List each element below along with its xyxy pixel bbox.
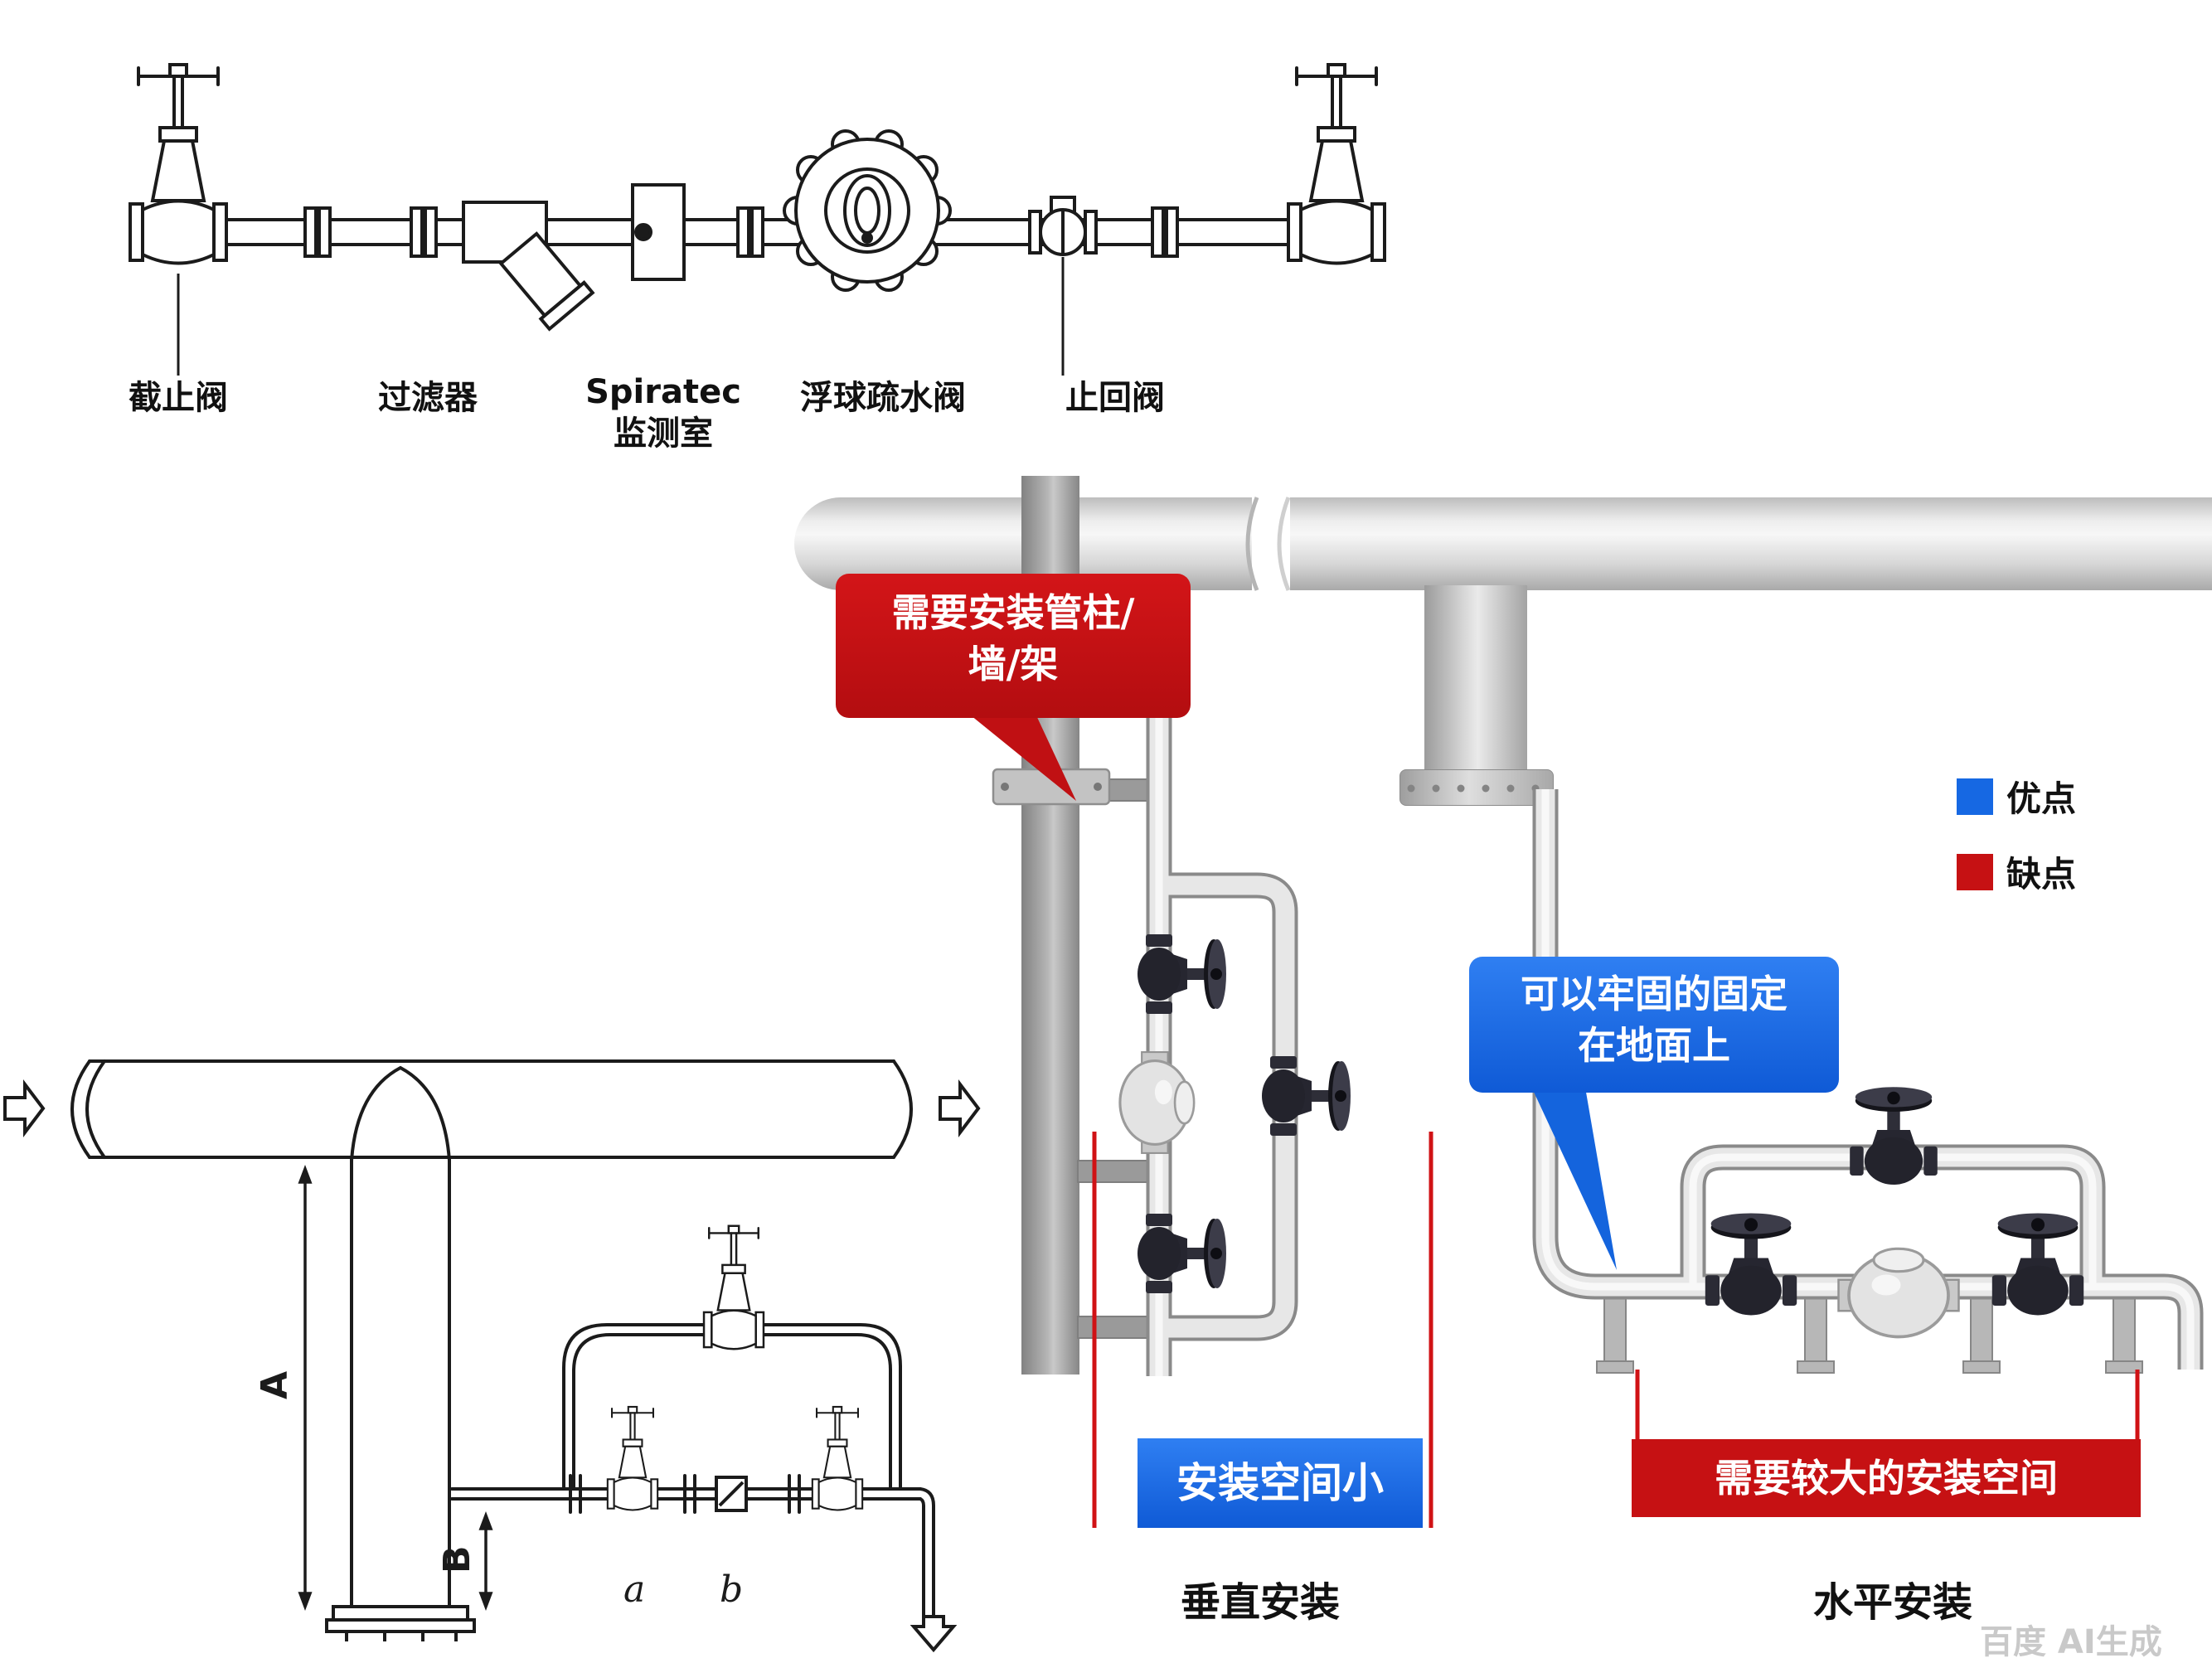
label-stop-valve: 截止阀 xyxy=(129,379,228,417)
callout-need-support: 需要安装管柱/ 墙/架 xyxy=(836,574,1191,718)
callout-fix-ground-line2: 在地面上 xyxy=(1578,1023,1730,1069)
callout-fix-ground: 可以牢固的固定 在地面上 xyxy=(1469,957,1839,1093)
floor-supports xyxy=(1596,1294,2143,1374)
valve-b-label: b xyxy=(720,1568,743,1611)
label-spiratec: Spiratec 监测室 xyxy=(547,371,779,454)
line-valve-symbol xyxy=(811,1405,864,1511)
label-large-space: 需要较大的安装空间 xyxy=(1632,1439,2141,1517)
label-strainer: 过滤器 xyxy=(378,379,478,417)
dim-b-label: B xyxy=(436,1545,478,1573)
spiratec-chamber-symbol xyxy=(631,183,686,281)
pipe-outline xyxy=(70,1059,913,1608)
line-fitting-b xyxy=(715,1476,748,1512)
legend-disadvantage-label: 缺点 xyxy=(2006,854,2077,895)
line-valve-a xyxy=(606,1405,659,1511)
float-trap-icon xyxy=(1118,1050,1196,1155)
flow-arrows xyxy=(3,1079,981,1653)
watermark: 百度 AI生成 xyxy=(1980,1623,2162,1661)
dim-a-label: A xyxy=(254,1371,296,1399)
hanging-support-flange xyxy=(1399,769,1554,806)
advantage-color-swatch xyxy=(1957,778,1993,815)
legend-advantage-label: 优点 xyxy=(2006,778,2077,819)
branch-base xyxy=(325,1605,476,1641)
legend: 优点 缺点 xyxy=(1957,771,2076,922)
trap-station-schematic xyxy=(129,63,1386,376)
main-steam-pipe-right xyxy=(1290,497,2212,590)
caption-vertical: 垂直安装 xyxy=(1180,1579,1340,1626)
disadvantage-color-swatch xyxy=(1957,853,1993,890)
label-spiratec-line1: Spiratec xyxy=(585,373,741,411)
isolation-valve-icon xyxy=(1138,934,1226,1014)
dimension-drawing: A B a b xyxy=(3,1059,981,1653)
isolation-valve-icon xyxy=(1138,1214,1226,1293)
label-float-trap: 浮球疏水阀 xyxy=(800,379,966,417)
stop-valve-symbol-right xyxy=(1287,63,1386,265)
check-valve-symbol xyxy=(1028,196,1098,256)
isolation-valve-icon xyxy=(1991,1213,2084,1316)
column-bracket-arms xyxy=(1077,778,1152,1339)
callout-fix-ground-line1: 可以牢固的固定 xyxy=(1521,972,1788,1016)
pipe-fittings xyxy=(303,206,1179,258)
isolation-valve-icon xyxy=(1705,1213,1797,1316)
dimension-lines xyxy=(298,1165,493,1611)
callout-need-support-line1: 需要安装管柱/ xyxy=(891,590,1135,635)
label-small-space: 安装空间小 xyxy=(1138,1438,1423,1528)
pipe-lines xyxy=(218,218,1292,246)
label-spiratec-line2: 监测室 xyxy=(614,415,713,453)
strainer-symbol xyxy=(462,201,595,332)
float-trap-symbol xyxy=(783,129,952,292)
valve-a-label: a xyxy=(623,1568,645,1611)
bypass-valve-icon xyxy=(1262,1056,1351,1136)
legend-advantage-row: 优点 xyxy=(1957,771,2076,822)
float-trap-icon xyxy=(1836,1247,1961,1339)
bypass-piping-outline xyxy=(450,1323,935,1618)
bypass-valve-icon xyxy=(1850,1087,1938,1185)
leader-lines xyxy=(177,257,1065,376)
blue-callout-pointer xyxy=(1527,1078,1617,1270)
stop-valve-symbol-left xyxy=(129,63,228,265)
caption-horizontal: 水平安装 xyxy=(1812,1579,1972,1626)
legend-disadvantage-row: 缺点 xyxy=(1957,846,2076,897)
pipe-break-marks xyxy=(1245,497,1291,591)
hanging-support-cylinder xyxy=(1424,585,1527,778)
label-check-valve: 止回阀 xyxy=(1065,379,1165,417)
line-bypass-valve xyxy=(702,1224,765,1350)
callout-need-support-line2: 墙/架 xyxy=(968,642,1059,687)
